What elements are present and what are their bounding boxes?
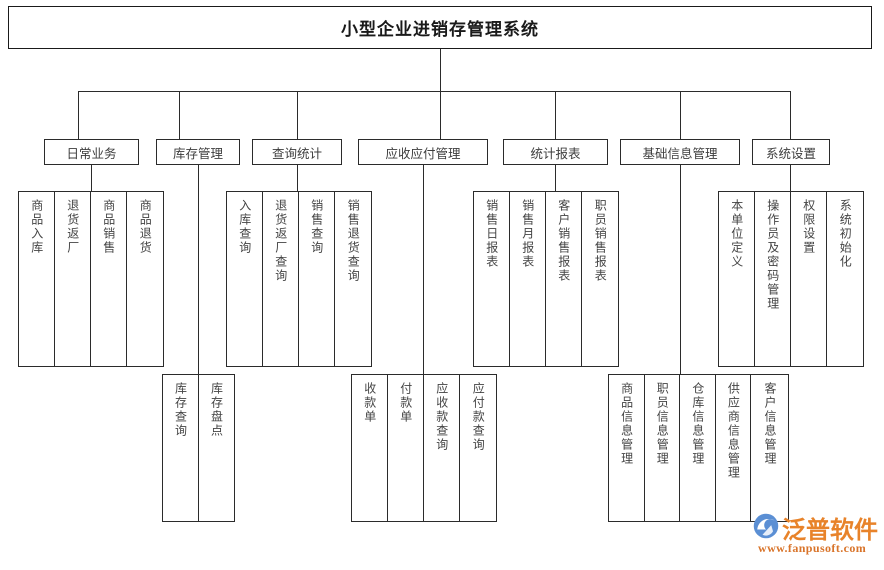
- root-node[interactable]: 小型企业进销存管理系统: [8, 6, 872, 49]
- leaf-group-basic-info-management: 商品信息管理 职员信息管理 仓库信息管理 供应商信息管理 客户信息管理: [608, 374, 789, 522]
- leaf-group-daily-business: 商品入库 退货返厂 商品销售 商品退货: [18, 191, 164, 367]
- category-query-statistics[interactable]: 查询统计: [252, 139, 342, 165]
- connector-drop-query-statistics: [297, 91, 298, 139]
- leaf-label: 本单位定义: [729, 199, 744, 269]
- category-system-settings[interactable]: 系统设置: [752, 139, 830, 165]
- connector-statistical-reports-to-children: [555, 165, 556, 191]
- leaf-node-commodity-info-management[interactable]: 商品信息管理: [609, 375, 645, 521]
- leaf-label: 收款单: [362, 382, 377, 424]
- leaf-group-statistical-reports: 销售日报表 销售月报表 客户销售报表 职员销售报表: [473, 191, 619, 367]
- leaf-node-monthly-sales-report[interactable]: 销售月报表: [510, 192, 546, 366]
- leaf-node-return-to-factory-query[interactable]: 退货返厂查询: [263, 192, 299, 366]
- leaf-label: 商品入库: [29, 199, 44, 255]
- leaf-label: 商品退货: [138, 199, 153, 255]
- leaf-label: 客户销售报表: [556, 199, 571, 283]
- connector-drop-statistical-reports: [555, 91, 556, 139]
- leaf-label: 操作员及密码管理: [765, 199, 780, 311]
- leaf-node-commodity-return[interactable]: 商品退货: [127, 192, 163, 366]
- connector-drop-daily-business: [78, 91, 79, 139]
- connector-receivable-payable-to-children: [423, 165, 424, 374]
- connector-basic-info-to-children: [680, 165, 681, 374]
- leaf-node-permission-settings[interactable]: 权限设置: [791, 192, 827, 366]
- leaf-node-warehouse-info-management[interactable]: 仓库信息管理: [680, 375, 716, 521]
- category-label: 库存管理: [172, 146, 223, 161]
- category-receivable-payable[interactable]: 应收应付管理: [358, 139, 488, 165]
- leaf-node-commodity-inbound[interactable]: 商品入库: [19, 192, 55, 366]
- connector-system-settings-to-children: [790, 165, 791, 191]
- connector-daily-business-to-children: [91, 165, 92, 191]
- connector-stock-management-to-children: [198, 165, 199, 374]
- leaf-label: 商品信息管理: [619, 382, 634, 466]
- leaf-label: 系统初始化: [838, 199, 853, 269]
- leaf-node-stock-take[interactable]: 库存盘点: [199, 375, 235, 521]
- connector-drop-stock-management: [179, 91, 180, 139]
- leaf-label: 职员销售报表: [593, 199, 608, 283]
- leaf-node-operator-password-management[interactable]: 操作员及密码管理: [755, 192, 791, 366]
- leaf-label: 付款单: [398, 382, 413, 424]
- leaf-label: 客户信息管理: [763, 382, 778, 466]
- leaf-node-customer-info-management[interactable]: 客户信息管理: [751, 375, 788, 521]
- leaf-node-commodity-sales[interactable]: 商品销售: [91, 192, 127, 366]
- connector-bus: [78, 91, 791, 92]
- leaf-label: 应收款查询: [434, 382, 449, 452]
- connector-query-statistics-to-children: [297, 165, 298, 191]
- category-label: 基础信息管理: [642, 146, 718, 161]
- leaf-label: 应付款查询: [471, 382, 486, 452]
- category-label: 日常业务: [66, 146, 117, 161]
- connector-drop-receivable-payable: [440, 91, 441, 139]
- leaf-group-receivable-payable: 收款单 付款单 应收款查询 应付款查询: [351, 374, 497, 522]
- leaf-group-system-settings: 本单位定义 操作员及密码管理 权限设置 系统初始化: [718, 191, 864, 367]
- category-label: 系统设置: [765, 146, 816, 161]
- leaf-node-receivable-query[interactable]: 应收款查询: [424, 375, 460, 521]
- leaf-node-inbound-query[interactable]: 入库查询: [227, 192, 263, 366]
- leaf-label: 商品销售: [101, 199, 116, 255]
- leaf-label: 入库查询: [237, 199, 252, 255]
- page-title: 小型企业进销存管理系统: [341, 20, 539, 40]
- category-daily-business[interactable]: 日常业务: [44, 139, 139, 165]
- leaf-label: 销售日报表: [484, 199, 499, 269]
- leaf-node-payment-voucher[interactable]: 付款单: [388, 375, 424, 521]
- category-label: 查询统计: [271, 146, 322, 161]
- leaf-node-daily-sales-report[interactable]: 销售日报表: [474, 192, 510, 366]
- leaf-node-receipt-voucher[interactable]: 收款单: [352, 375, 388, 521]
- leaf-node-sales-query[interactable]: 销售查询: [299, 192, 335, 366]
- brand-url: www.fanpusoft.com: [758, 541, 867, 555]
- category-basic-info-management[interactable]: 基础信息管理: [620, 139, 740, 165]
- leaf-label: 库存查询: [173, 382, 188, 438]
- leaf-label: 销售退货查询: [346, 199, 361, 283]
- leaf-label: 库存盘点: [209, 382, 224, 438]
- leaf-node-employee-info-management[interactable]: 职员信息管理: [645, 375, 681, 521]
- leaf-node-system-initialization[interactable]: 系统初始化: [827, 192, 863, 366]
- leaf-node-supplier-info-management[interactable]: 供应商信息管理: [716, 375, 752, 521]
- leaf-label: 退货返厂: [65, 199, 80, 255]
- category-label: 应收应付管理: [385, 146, 461, 161]
- category-statistical-reports[interactable]: 统计报表: [503, 139, 608, 165]
- leaf-group-query-statistics: 入库查询 退货返厂查询 销售查询 销售退货查询: [226, 191, 372, 367]
- leaf-node-employee-sales-report[interactable]: 职员销售报表: [582, 192, 618, 366]
- leaf-label: 职员信息管理: [655, 382, 670, 466]
- category-label: 统计报表: [530, 146, 581, 161]
- leaf-label: 仓库信息管理: [690, 382, 705, 466]
- leaf-node-payable-query[interactable]: 应付款查询: [460, 375, 496, 521]
- category-stock-management[interactable]: 库存管理: [156, 139, 240, 165]
- leaf-group-stock-management: 库存查询 库存盘点: [162, 374, 235, 522]
- connector-drop-basic-info: [680, 91, 681, 139]
- brand-name: 泛普软件: [782, 516, 878, 544]
- leaf-label: 退货返厂查询: [273, 199, 288, 283]
- leaf-node-stock-query[interactable]: 库存查询: [163, 375, 199, 521]
- leaf-label: 销售月报表: [520, 199, 535, 269]
- leaf-label: 销售查询: [309, 199, 324, 255]
- leaf-node-customer-sales-report[interactable]: 客户销售报表: [546, 192, 582, 366]
- connector-root-stem: [440, 49, 441, 91]
- leaf-node-sales-return-query[interactable]: 销售退货查询: [335, 192, 371, 366]
- leaf-label: 权限设置: [801, 199, 816, 255]
- leaf-label: 供应商信息管理: [726, 382, 741, 480]
- leaf-node-company-definition[interactable]: 本单位定义: [719, 192, 755, 366]
- connector-drop-system-settings: [790, 91, 791, 139]
- leaf-node-return-to-factory[interactable]: 退货返厂: [55, 192, 91, 366]
